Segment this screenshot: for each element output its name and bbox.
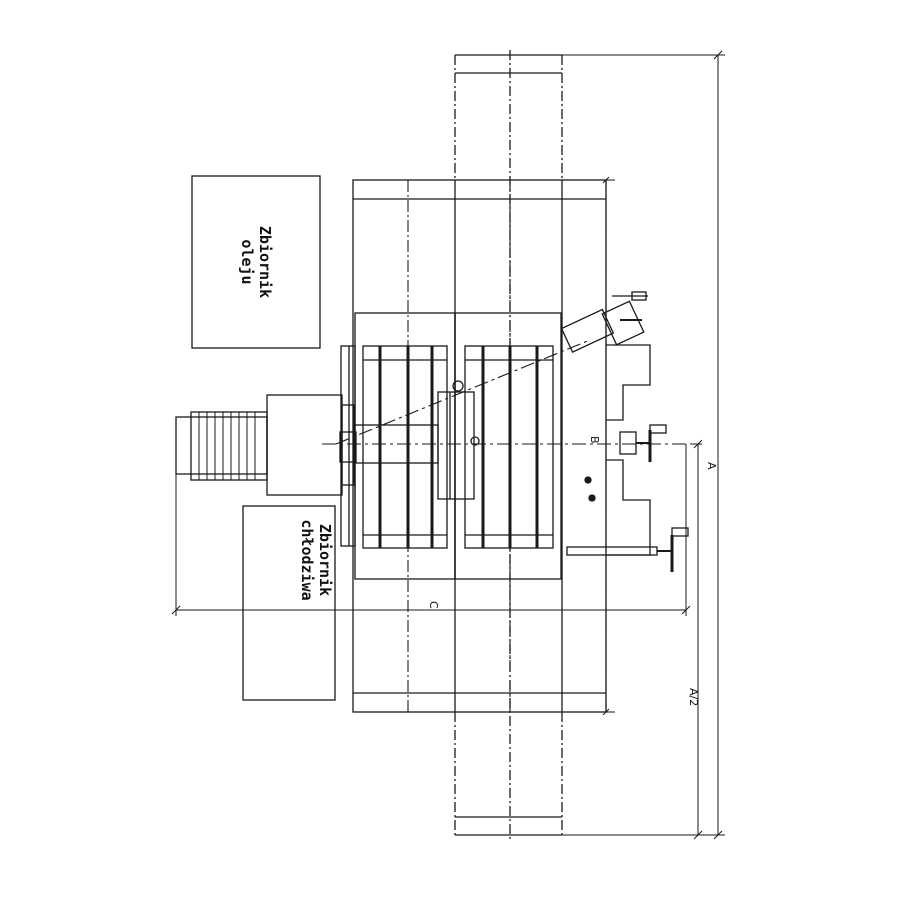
dimension-a-half-label: A/2 [687, 688, 700, 706]
handwheel-middle [619, 424, 667, 462]
dimension-c-label: C [427, 601, 440, 609]
handwheel-bottom [657, 527, 689, 572]
table-left [354, 312, 456, 580]
oil-tank-label-line2: oleju [238, 239, 256, 284]
swing-radius [322, 339, 690, 445]
coolant-tank [242, 505, 336, 701]
slide-plates [340, 345, 356, 547]
coolant-tank-label: Zbiornik chłodziwa [298, 519, 334, 600]
coolant-tank-label-line1: Zbiornik [316, 524, 334, 596]
coolant-tank-label-line2: chłodziwa [298, 519, 316, 600]
dimension-b [602, 176, 615, 716]
motor [175, 411, 268, 481]
oil-tank [191, 175, 321, 349]
machine-bed [352, 179, 607, 713]
oil-tank-label: Zbiornik oleju [238, 226, 274, 298]
handwheel-top [560, 291, 648, 353]
rail-ends [455, 54, 562, 836]
dimension-a-half [690, 439, 703, 840]
control-stand [566, 344, 658, 556]
dimension-b-label: B [588, 436, 601, 444]
dimension-a-label: A [705, 462, 718, 470]
oil-tank-label-line1: Zbiornik [256, 226, 274, 298]
dimension-a [562, 50, 725, 840]
dimension-c [171, 444, 691, 616]
table-right [454, 312, 562, 580]
